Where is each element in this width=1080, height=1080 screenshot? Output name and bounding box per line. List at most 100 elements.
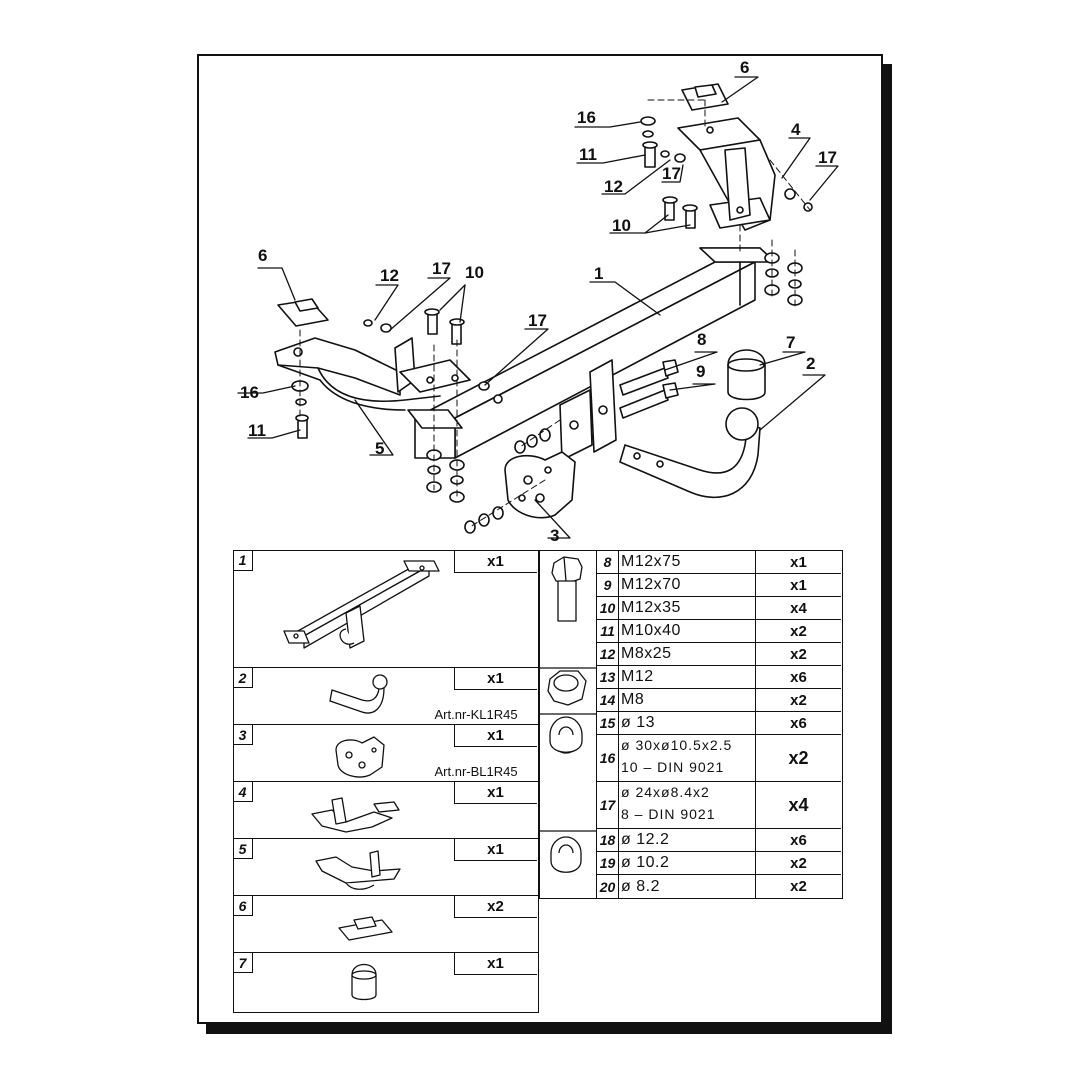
hardware-spec: M10x40 [621,622,681,639]
hardware-spec: M12x70 [621,576,681,593]
part-number: 1 [233,550,253,571]
nut-icon [547,670,587,706]
washer-icon [549,716,583,754]
hardware-number: 11 [597,620,619,642]
part-quantity: x1 [453,668,537,690]
parts-row-2: 2 x1 Art.nr-KL1R45 [232,667,539,726]
hardware-number: 15 [597,712,619,734]
hardware-quantity: x4 [755,597,841,619]
parts-row-3: 3 x1 Art.nr-BL1R45 [232,724,539,783]
hardware-spec: M12x35 [621,599,681,616]
hardware-quantity: x2 [755,689,841,711]
callout-12-left: 12 [380,266,399,285]
callout-11-right: 11 [579,145,597,164]
coupling-plate-part-3 [504,451,576,519]
right-bracket-part-4 [677,117,776,231]
callout-10-left: 10 [465,263,484,282]
hardware-icon-column [540,551,597,898]
hardware-quantity: x2 [755,643,841,665]
hardware-number: 13 [597,666,619,688]
hardware-number: 12 [597,643,619,665]
hardware-quantity: x2 [755,852,841,874]
hardware-spec: ø 24xø8.4x2 [621,784,710,800]
hardware-spec: ø 30xø10.5x2.5 [621,737,733,753]
hardware-number: 8 [597,551,619,573]
tow-ball-thumbnail [328,674,388,714]
callout-4: 4 [791,120,801,139]
hardware-quantity: x6 [755,712,841,734]
callout-6-right: 6 [740,58,750,77]
hardware-quantity: x1 [755,551,841,573]
hardware-number: 14 [597,689,619,711]
part-quantity: x1 [453,839,537,861]
left-bracket-part-5 [274,337,471,411]
hardware-number: 19 [597,852,619,874]
callout-17-left: 17 [432,259,451,278]
hardware-spec: ø 10.2 [621,854,670,871]
parts-row-7: 7 x1 [232,952,539,1013]
hardware-spec-standard: 10 – DIN 9021 [621,759,725,775]
part-quantity: x1 [453,550,537,573]
callout-5: 5 [375,439,385,458]
part-quantity: x1 [453,953,537,975]
hardware-spec: ø 8.2 [621,877,660,895]
callout-6-left: 6 [258,246,268,265]
callout-1: 1 [594,264,604,283]
callout-16-right: 16 [577,108,596,127]
hardware-number: 20 [597,875,619,898]
assembly-axis-lines [299,99,811,528]
hardware-spec: ø 13 [621,714,656,731]
tow-ball-part-2 [619,407,761,499]
crossbar-part-1 [407,247,776,461]
hardware-spec: ø 12.2 [621,831,670,848]
part-quantity: x1 [453,725,537,747]
parts-table: 1 x1 2 x1 Art.nr-KL1R45 3 x1 Art.nr-BL1R… [232,549,539,1013]
part-article-number: Art.nr-BL1R45 [434,764,518,779]
part-number: 3 [233,725,253,745]
part-number: 6 [233,896,253,916]
bolt-icon [551,556,583,622]
hardware-number: 10 [597,597,619,619]
callout-10-right: 10 [612,216,631,235]
hardware-spec: M8 [621,691,645,708]
callout-12-right: 12 [604,177,623,196]
hardware-spec: M8x25 [621,645,672,662]
hardware-spec-standard: 8 – DIN 9021 [621,806,716,822]
ball-cap-thumbnail [350,963,377,1001]
clamp-plate-part-6 [277,83,729,327]
callout-16-left: 16 [240,383,259,402]
hardware-quantity: x2 [755,735,841,781]
hardware-number: 17 [597,782,619,828]
part-number: 4 [233,782,253,802]
hardware-spec: M12 [621,668,654,685]
part-article-number: Art.nr-KL1R45 [434,707,518,722]
hardware-quantity: x4 [755,782,841,828]
part-number: 5 [233,839,253,859]
hardware-quantity: x6 [755,829,841,851]
callout-17-center: 17 [528,311,547,330]
hardware-number: 16 [597,735,619,781]
part-quantity: x2 [453,896,537,918]
left-bracket-thumbnail [314,850,401,890]
part-number: 2 [233,668,253,688]
hardware-icons [540,556,596,873]
part-quantity: x1 [453,782,537,804]
part-number: 7 [233,953,253,973]
spring-washer-icon [550,836,582,873]
coupling-plate-thumbnail [334,736,385,778]
callout-11-left: 11 [248,421,266,440]
clamp-plate-thumbnail [337,916,393,941]
callout-17-mid: 17 [662,164,681,183]
hardware-number: 18 [597,829,619,851]
